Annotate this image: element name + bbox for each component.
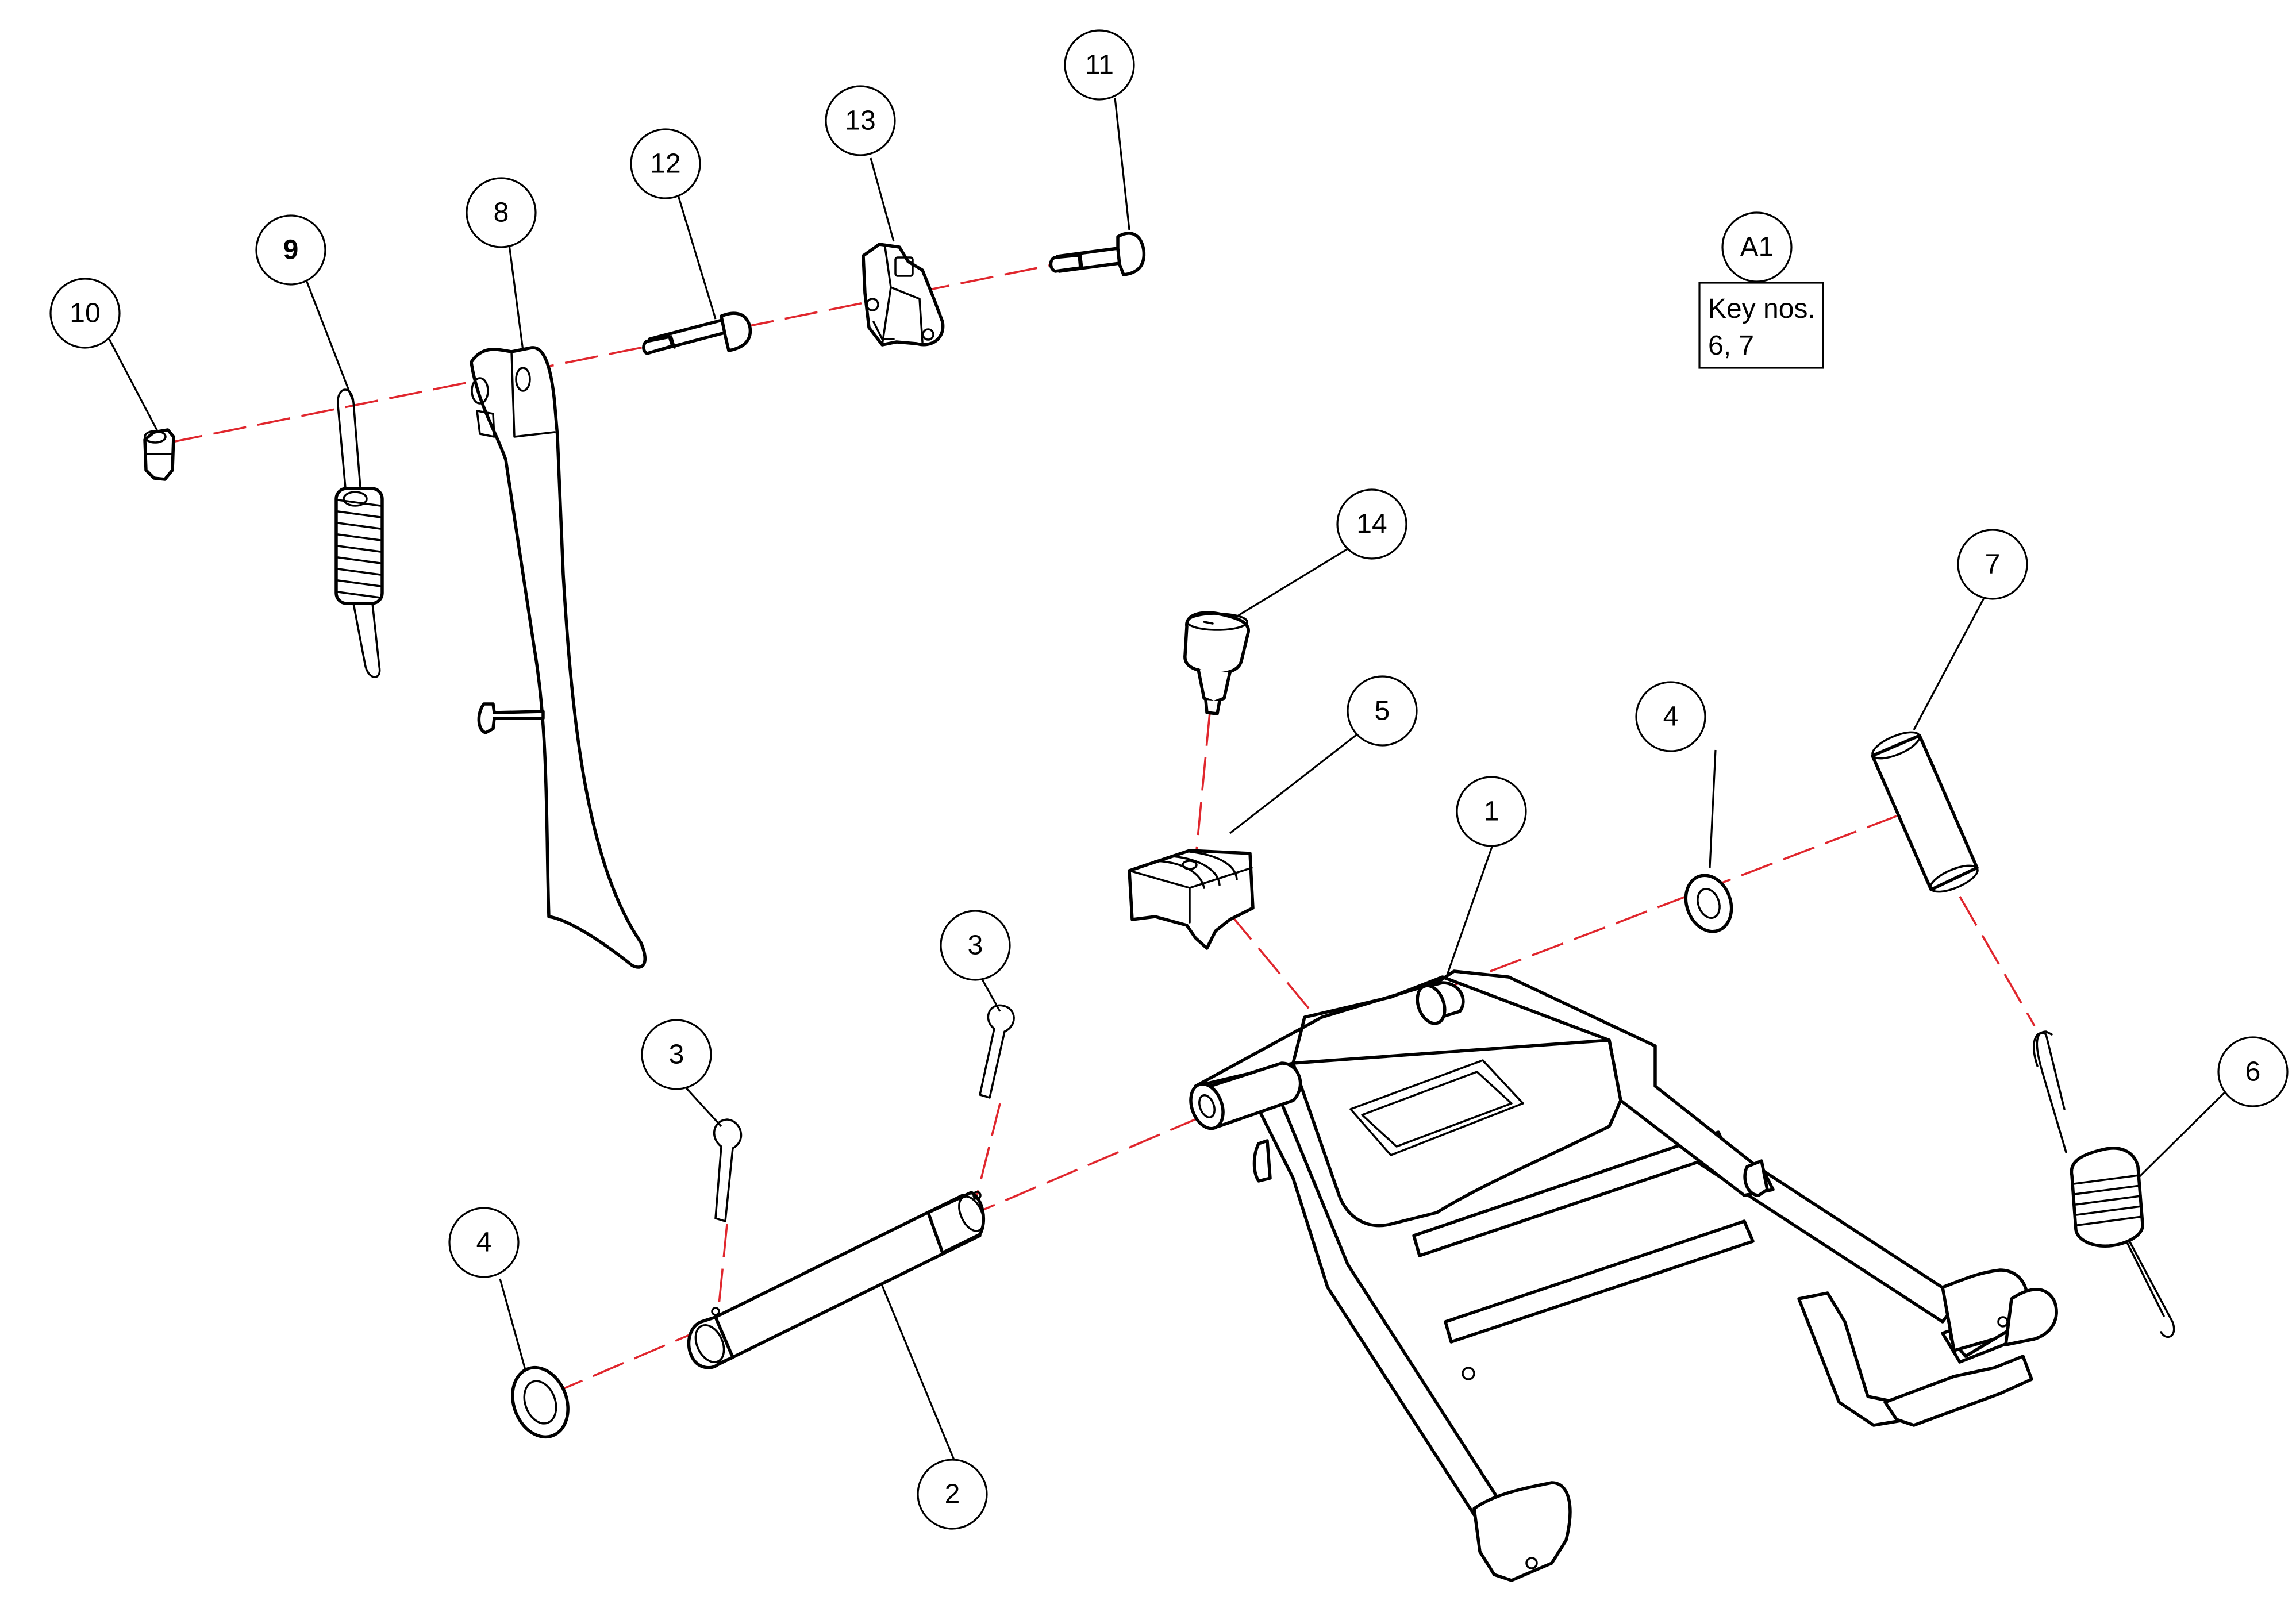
svg-text:4: 4 [476, 1228, 492, 1258]
pad-to-stand-axis [1229, 913, 1317, 1018]
part-14-rubber-stop [1183, 611, 1250, 715]
note-line-1: Key nos. [1708, 294, 1816, 324]
callout-12: 12 [630, 128, 701, 199]
part-9-spring [334, 388, 384, 678]
key-numbers-note: Key nos. 6, 7 [1698, 282, 1824, 369]
rubber-stop-axis [1194, 712, 1211, 863]
cotter-pin-axis-right [976, 1103, 1001, 1196]
callout-14: 14 [1336, 488, 1407, 560]
svg-text:12: 12 [650, 149, 680, 179]
callout-7: 7 [1957, 529, 2028, 600]
svg-text:7: 7 [1985, 549, 2001, 580]
part-6-spring [2033, 1030, 2175, 1338]
svg-text:2: 2 [945, 1479, 960, 1510]
part-2-shaft [687, 1191, 986, 1369]
callout-4-right: 4 [1635, 681, 1706, 752]
svg-text:3: 3 [669, 1040, 684, 1070]
callout-5: 5 [1347, 675, 1418, 747]
note-line-2: 6, 7 [1708, 330, 1754, 361]
callout-6: 6 [2217, 1036, 2289, 1107]
callout-13: 13 [825, 85, 896, 156]
svg-text:8: 8 [494, 198, 509, 228]
callout-4-left: 4 [448, 1207, 520, 1278]
svg-text:A1: A1 [1740, 232, 1774, 263]
upper-pivot-axis [169, 247, 1136, 444]
callout-9: 9 [255, 214, 326, 286]
svg-text:1: 1 [1484, 797, 1499, 827]
callout-3-left: 3 [641, 1019, 712, 1090]
callout-11: 11 [1064, 29, 1135, 101]
part-12-pivot-pin [642, 311, 752, 355]
part-11-bolt [1049, 232, 1146, 276]
svg-text:13: 13 [845, 106, 875, 136]
leader-lines [108, 97, 2229, 1470]
part-8-side-stand [470, 346, 647, 969]
right-pivot-axis [1448, 815, 1897, 988]
callout-3-right: 3 [940, 910, 1011, 981]
part-7-sleeve [1871, 731, 1979, 893]
part-13-switch [862, 243, 945, 347]
part-5-pad [1128, 849, 1255, 950]
svg-text:14: 14 [1356, 509, 1387, 540]
callout-10: 10 [49, 278, 121, 349]
part-4-washer-right [1684, 874, 1733, 933]
part-10-nut [143, 428, 175, 481]
svg-text:11: 11 [1085, 50, 1114, 80]
callout-a1: A1 [1721, 211, 1793, 283]
svg-text:4: 4 [1663, 702, 1679, 732]
spring-axis [1959, 896, 2036, 1026]
svg-text:9: 9 [283, 235, 299, 266]
assembly-axes [169, 247, 2036, 1395]
svg-text:5: 5 [1375, 696, 1390, 726]
part-1-main-stand [1189, 969, 2058, 1582]
part-4-washer-left [511, 1365, 570, 1439]
part-3-cotter-pin-left [713, 1118, 743, 1222]
cotter-pin-axis-left [717, 1224, 728, 1311]
callout-1: 1 [1456, 776, 1527, 847]
callouts: 10 9 8 12 13 11 14 5 [49, 29, 2289, 1530]
svg-text:6: 6 [2245, 1057, 2261, 1087]
svg-text:3: 3 [968, 930, 983, 961]
svg-text:10: 10 [70, 298, 100, 329]
callout-8: 8 [466, 177, 537, 248]
part-3-cotter-pin-right [979, 1004, 1015, 1099]
callout-2: 2 [917, 1459, 988, 1530]
